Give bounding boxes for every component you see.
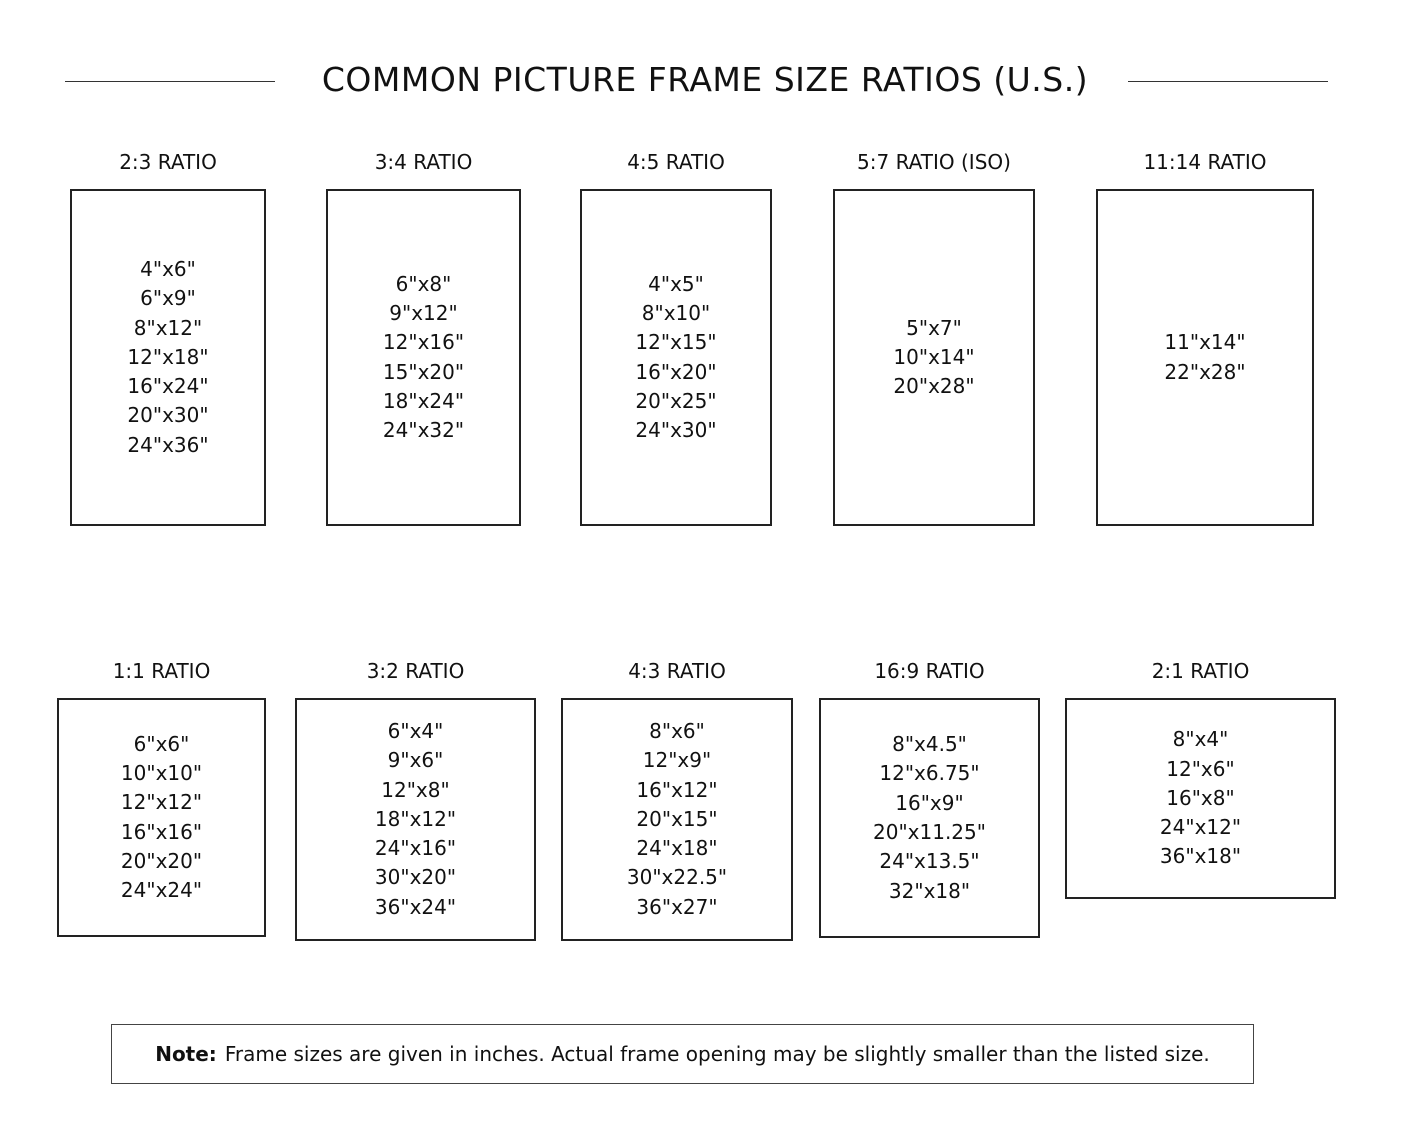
frame-5-7: 5"x7" 10"x14" 20"x28" [833,189,1035,526]
title-rule-right [1128,81,1328,82]
frame-size: 24"x30" [635,418,717,443]
note-label: Note: [155,1042,217,1066]
frame-1-1: 6"x6" 10"x10" 12"x12" 16"x16" 20"x20" 24"x24" [57,698,266,937]
frame-size: 32"x18" [888,878,971,903]
frame-size: 24"x13.5" [879,849,980,874]
frame-size: 12"x6.75" [879,761,980,786]
frame-size: 8"x4.5" [892,732,967,757]
frame-size: 16"x20" [635,359,717,384]
frame-3-2: 6"x4" 9"x6" 12"x8" 18"x12" 24"x16" 30"x20" 36"… [295,698,536,941]
frame-size: 5"x7" [906,315,962,340]
frame-2-1: 8"x4" 12"x6" 16"x8" 24"x12" 36"x18" [1065,698,1336,899]
frame-size: 30"x20" [374,865,457,890]
frame-size: 6"x6" [133,731,190,756]
frame-size: 16"x12" [636,777,718,802]
frame-size: 9"x12" [389,300,458,325]
frame-size: 16"x9" [895,790,964,815]
frame-size: 12"x12" [120,790,203,815]
frame-11-14: 11"x14" 22"x28" [1096,189,1314,526]
frame-size: 12"x18" [127,344,209,369]
frame-size: 16"x24" [127,374,209,399]
frame-size: 20"x20" [120,848,203,873]
frame-size: 16"x16" [120,819,203,844]
frame-4-3: 8"x6" 12"x9" 16"x12" 20"x15" 24"x18" 30"x22.5… [561,698,793,941]
ratio-label: 4:5 RATIO [627,150,725,174]
frame-size: 24"x16" [374,836,457,861]
frame-size: 10"x14" [893,344,975,369]
frame-4-5: 4"x5" 8"x10" 12"x15" 16"x20" 20"x25" 24"x30" [580,189,772,526]
frame-3-4: 6"x8" 9"x12" 12"x16" 15"x20" 18"x24" 24"x32" [326,189,521,526]
ratio-label: 5:7 RATIO (ISO) [857,150,1011,174]
frame-size: 18"x24" [382,388,465,413]
frame-size: 36"x18" [1159,844,1242,869]
ratio-label: 11:14 RATIO [1143,150,1267,174]
frame-size: 20"x11.25" [873,820,986,844]
frame-size: 30"x22.5" [626,865,728,890]
frame-size: 24"x32" [382,418,465,443]
frame-size: 24"x12" [1159,815,1242,840]
title-row: COMMON PICTURE FRAME SIZE RATIOS (U.S.) [0,58,1402,102]
frame-size: 9"x6" [387,748,444,773]
frame-size: 24"x36" [127,432,209,457]
frame-size: 6"x9" [140,286,196,311]
frame-size: 12"x8" [381,777,450,802]
frame-size: 10"x10" [120,760,203,785]
ratio-label: 1:1 RATIO [112,659,211,683]
frame-size: 4"x5" [648,271,704,296]
note-text: Frame sizes are given in inches. Actual … [224,1042,1210,1066]
frame-size: 12"x15" [635,330,717,355]
frame-2-3: 4"x6" 6"x9" 8"x12" 12"x18" 16"x24" 20"x30" 24"… [70,189,266,526]
ratio-label: 3:2 RATIO [366,659,465,683]
ratio-label: 2:1 RATIO [1151,659,1250,683]
frame-size: 20"x15" [636,806,718,831]
frame-size: 8"x10" [641,300,711,325]
frame-size: 16"x8" [1166,785,1235,810]
title-rule-left [65,81,275,82]
frame-size: 22"x28" [1164,359,1246,384]
page-title: COMMON PICTURE FRAME SIZE RATIOS (U.S.) [321,60,1089,99]
ratio-label: 2:3 RATIO [119,150,217,174]
frame-size: 36"x27" [636,894,718,919]
frame-size: 4"x6" [140,256,196,281]
ratio-label: 3:4 RATIO [374,150,473,174]
frame-size: 24"x24" [120,878,203,903]
frame-size: 6"x8" [395,271,452,296]
frame-size: 8"x12" [133,315,203,340]
frame-size: 8"x4" [1172,727,1229,752]
frame-size: 11"x14" [1164,330,1246,355]
frame-size: 12"x16" [382,330,465,355]
ratio-label: 16:9 RATIO [874,659,985,683]
frame-size: 36"x24" [374,894,457,919]
frame-size: 20"x28" [893,374,975,399]
frame-size: 15"x20" [382,359,465,384]
frame-size: 12"x9" [642,748,712,773]
ratio-label: 4:3 RATIO [628,659,726,683]
frame-size: 20"x25" [635,388,717,413]
frame-size: 6"x4" [387,718,444,743]
frame-size: 20"x30" [127,403,209,428]
frame-16-9: 8"x4.5" 12"x6.75" 16"x9" 20"x11.25" 24"x13.5… [819,698,1040,938]
frame-size: 12"x6" [1166,756,1235,781]
frame-size: 24"x18" [636,836,718,861]
frame-size: 8"x6" [649,718,705,743]
note-box: Note: Frame sizes are given in inches. A… [111,1024,1254,1084]
frame-size: 18"x12" [374,806,457,831]
